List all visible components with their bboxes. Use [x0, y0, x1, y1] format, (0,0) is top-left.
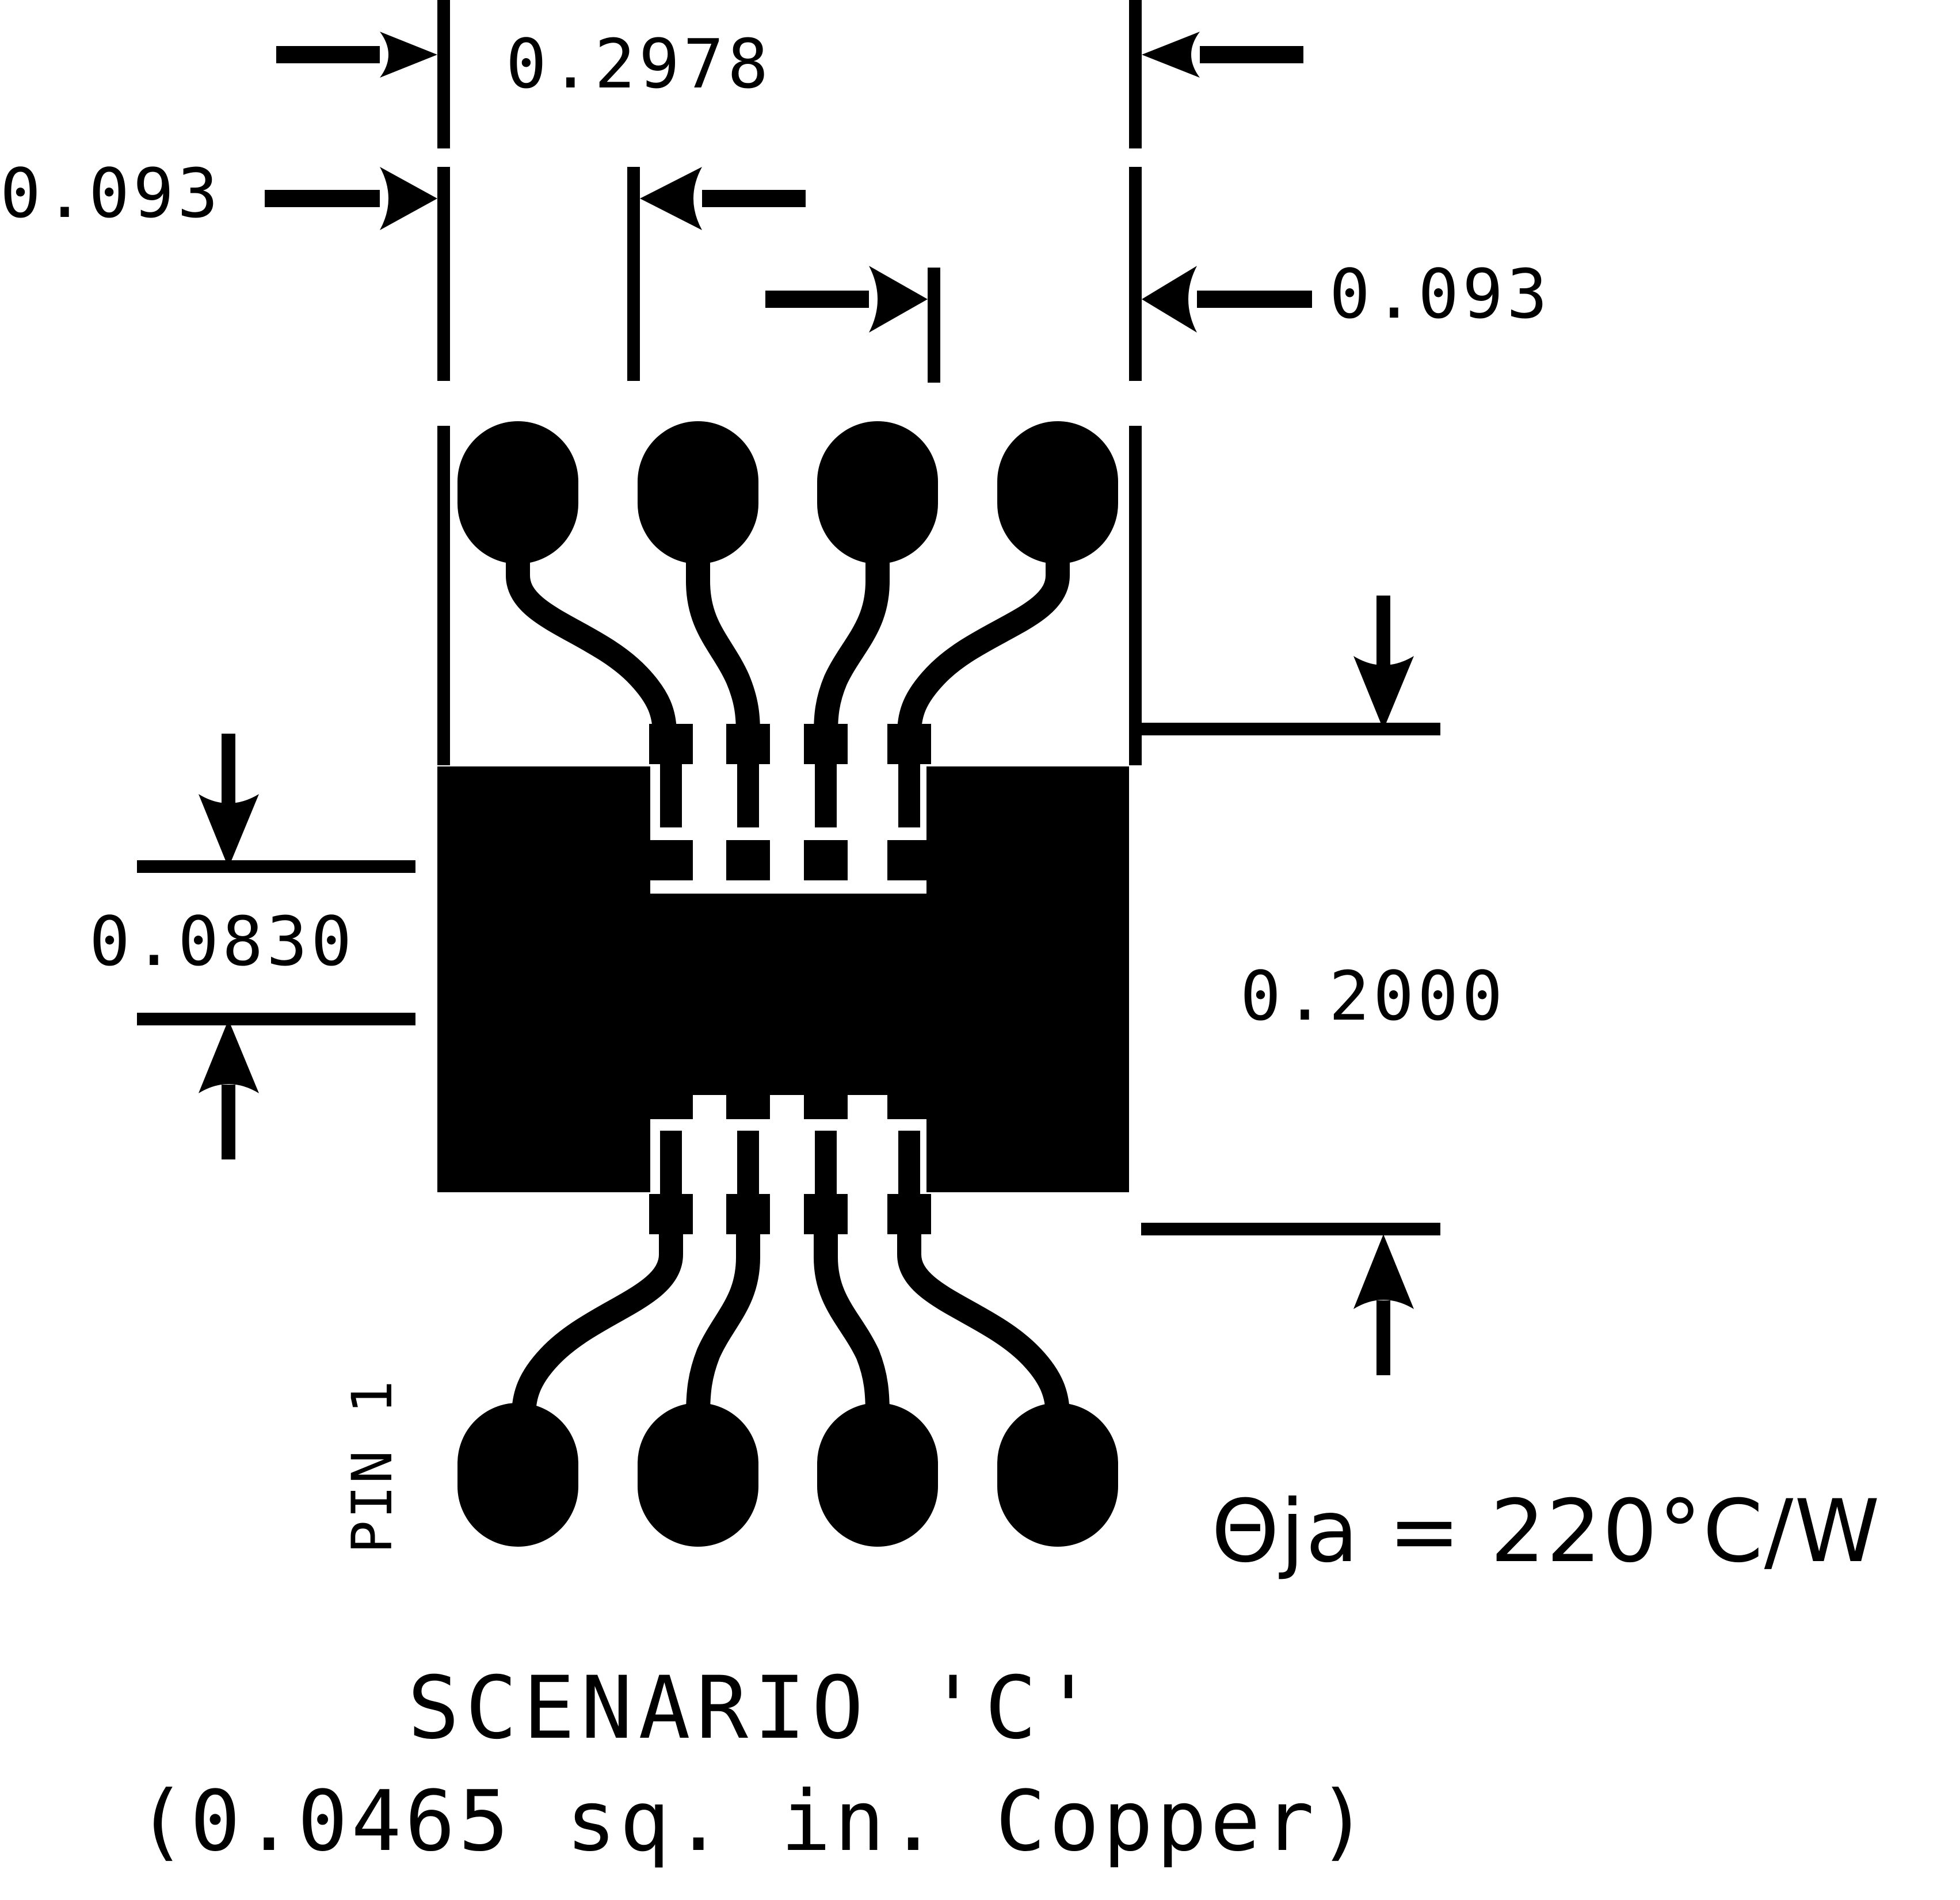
trace-bottom-2: [686, 1214, 760, 1428]
dimension-label-top-right-gap: 0.093: [1329, 254, 1551, 334]
trace-bottom-4: [897, 1214, 1070, 1428]
pin-top-3-stem: [815, 724, 837, 827]
figure-title: SCENARIO 'C': [407, 1658, 1100, 1758]
extension-line-right-upper: [1129, 0, 1142, 148]
pad-top-3: [817, 421, 938, 564]
extension-line-left-upper: [437, 0, 450, 148]
theta-ja-annotation: Θja = 220°C/W: [1211, 1482, 1881, 1582]
pad-bottom-3: [817, 1403, 938, 1547]
top-pad-row: [457, 421, 1118, 564]
pin-top-3-lower-tab: [804, 840, 848, 880]
dim-left-arrow-shaft-upper: [222, 734, 235, 808]
dim-right-extension-lower: [1141, 1223, 1440, 1235]
extension-line-right-lower: [1129, 167, 1142, 381]
extension-line-left-lower: [437, 167, 450, 381]
pin1-label: PIN 1: [340, 1379, 405, 1554]
dimension-arrow-inner-right-2978: [765, 266, 928, 333]
bottom-pin-group: [649, 1079, 931, 1234]
dimension-right-vertical-group: [1141, 596, 1440, 1375]
dim-right-arrow-shaft-upper: [1376, 596, 1390, 670]
dim-left-arrowhead-lower: [199, 1020, 259, 1093]
copper-slab-right: [926, 766, 1129, 1192]
dimension-arrow-inner-left-2978: [640, 167, 806, 230]
pad-top-4: [997, 421, 1118, 564]
trace-bottom-1: [512, 1214, 683, 1428]
pin-top-4-stem: [898, 724, 920, 827]
dim-right-extension-upper: [1141, 723, 1440, 735]
dimension-arrow-left-093: [265, 167, 437, 230]
pad-bottom-4: [997, 1403, 1118, 1547]
dimension-left-vertical-group: [137, 734, 415, 1159]
copper-body-group: [437, 766, 1129, 1192]
bottom-trace-group: [512, 1214, 1070, 1428]
top-trace-group: [506, 540, 1070, 746]
copper-slab-left: [437, 766, 650, 1192]
extension-line-inner-right: [928, 268, 940, 383]
pin-bottom-4-upper-tab: [887, 1079, 931, 1119]
trace-top-2: [686, 540, 760, 746]
dim-right-arrowhead-lower: [1353, 1234, 1414, 1309]
dimension-label-left-vertical: 0.0830: [89, 902, 355, 981]
pad-top-1: [457, 421, 578, 564]
extension-lines-top: [437, 0, 1142, 765]
pad-top-2: [638, 421, 758, 564]
extension-line-inner-left: [627, 167, 640, 381]
pad-bottom-1: [457, 1403, 578, 1547]
dimension-arrow-top-left-into-left-line: [276, 32, 437, 78]
trace-top-3: [814, 540, 890, 746]
pin-bottom-3-upper-tab: [804, 1079, 848, 1119]
dimension-label-top-span: 0.2978: [506, 24, 772, 104]
dim-right-arrow-shaft-lower: [1376, 1300, 1390, 1375]
pin-top-2-stem: [737, 724, 759, 827]
dimension-arrow-top-right-into-right-line: [1142, 32, 1303, 78]
pin-top-1-stem: [660, 724, 682, 827]
dim-left-extension-lower: [137, 1013, 415, 1025]
dimension-arrow-right-093: [1142, 266, 1312, 333]
extension-line-left-pad-field: [437, 426, 450, 765]
dim-left-extension-upper: [137, 860, 415, 873]
trace-top-1: [506, 540, 677, 746]
dim-left-arrowhead-upper: [199, 794, 259, 868]
figure-subtitle: (0.0465 sq. in. Copper): [136, 1773, 1371, 1870]
pin-top-4-lower-tab: [887, 840, 931, 880]
extension-line-right-pad-field: [1129, 426, 1142, 765]
top-pin-group: [649, 724, 931, 880]
dimension-label-top-left-gap: 0.093: [0, 154, 222, 233]
dim-right-arrowhead-upper: [1353, 656, 1414, 730]
copper-bridge-center: [650, 894, 926, 1095]
bottom-pad-row: [457, 1403, 1118, 1547]
dimension-label-right-vertical: 0.2000: [1240, 956, 1506, 1036]
pin-top-2-lower-tab: [726, 840, 770, 880]
dim-left-arrow-shaft-lower: [222, 1085, 235, 1159]
pad-bottom-2: [638, 1403, 758, 1547]
pin-top-1-lower-tab: [649, 840, 693, 880]
pin-bottom-2-upper-tab: [726, 1079, 770, 1119]
pin-bottom-1-upper-tab: [649, 1079, 693, 1119]
trace-bottom-3: [814, 1214, 890, 1428]
trace-top-4: [897, 540, 1070, 746]
